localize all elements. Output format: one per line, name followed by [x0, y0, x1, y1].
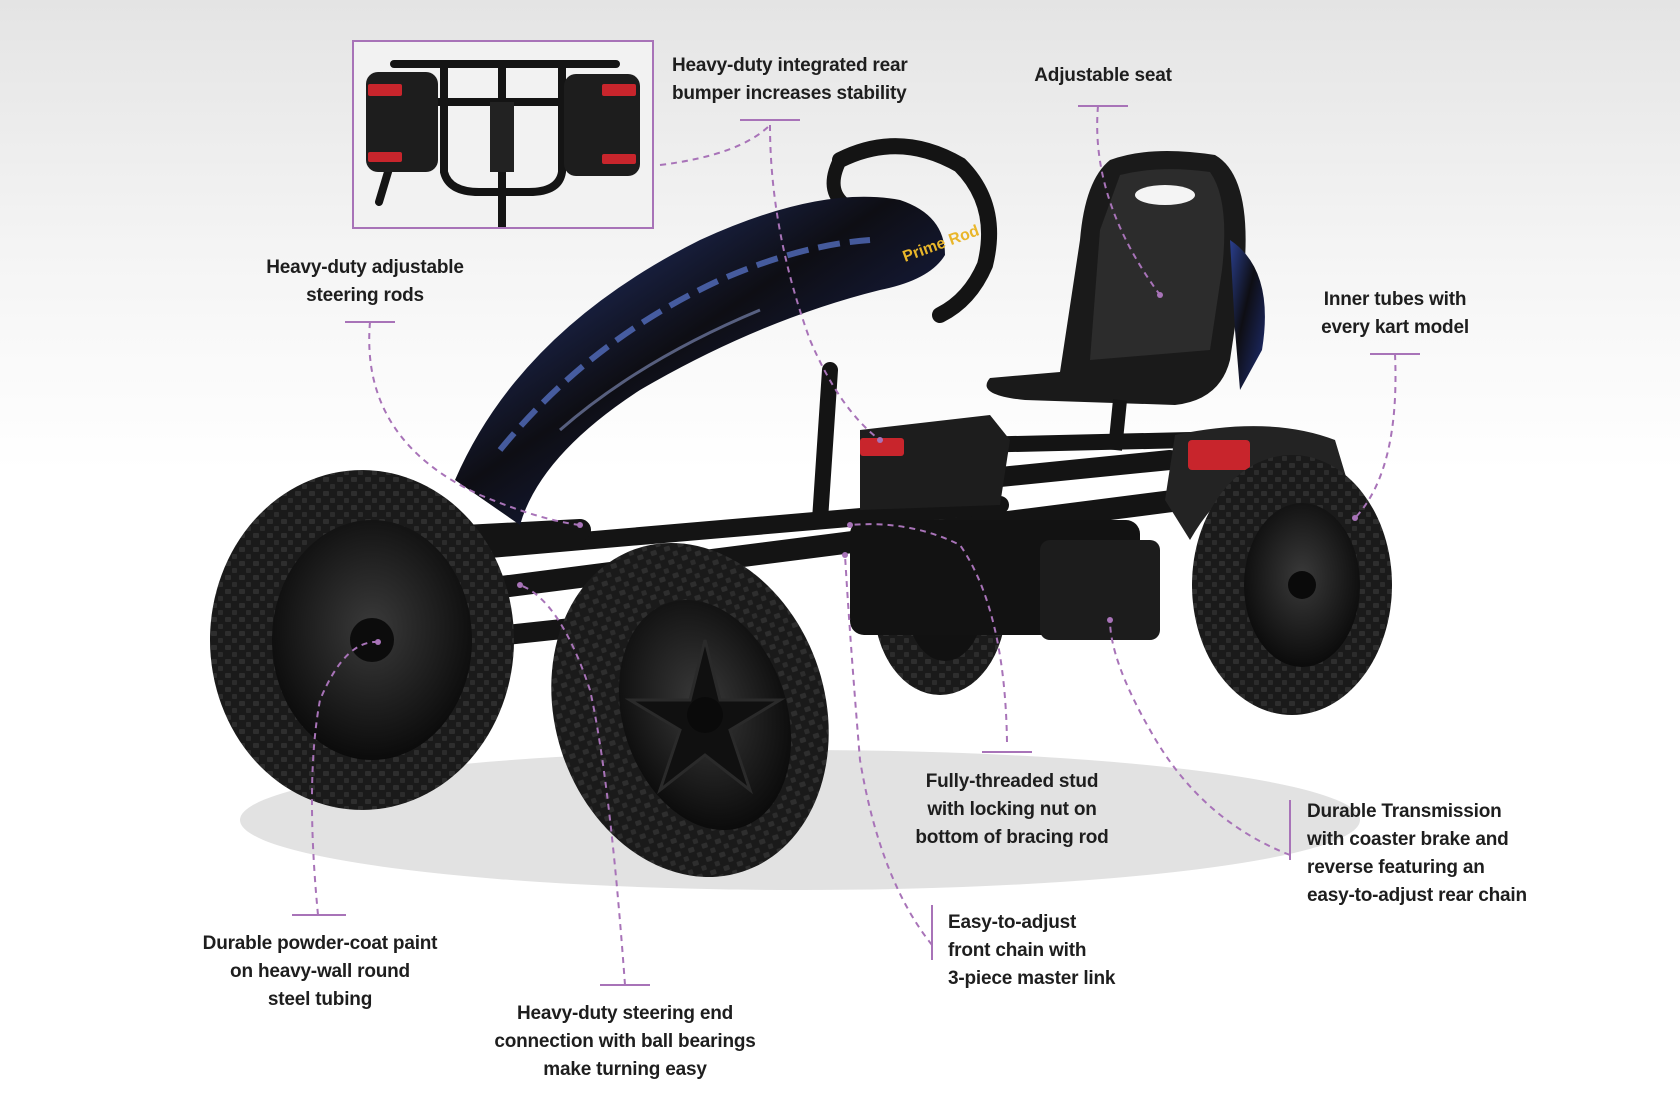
callout-line: Durable Transmission — [1307, 801, 1502, 822]
leader-rear-bumper — [659, 124, 771, 166]
callout-line: Adjustable seat — [1034, 65, 1172, 86]
callout-transmission: Durable Transmission with coaster brake … — [1307, 798, 1527, 910]
callout-line: front chain with — [948, 940, 1087, 961]
leader-transmission — [1109, 619, 1291, 856]
leader-steering-end — [519, 584, 626, 986]
front-right-wheel — [551, 543, 829, 877]
rear-bumper-inset — [352, 40, 654, 229]
callout-line: Heavy-duty integrated rear — [672, 55, 908, 76]
callout-line: on heavy-wall round — [230, 961, 410, 982]
seat — [986, 151, 1265, 451]
callout-line: steel tubing — [267, 989, 373, 1010]
callout-steering-end: Heavy-duty steering end connection with … — [475, 1000, 775, 1084]
leader-inner-tubes — [1354, 353, 1397, 519]
front-left-wheel — [210, 470, 514, 810]
callout-line: with coaster brake and — [1307, 829, 1509, 850]
callout-ticks — [292, 105, 1420, 986]
callout-line: connection with ball bearings — [494, 1031, 756, 1052]
callout-line: bottom of bracing rod — [915, 827, 1109, 848]
callout-line: Inner tubes with — [1323, 289, 1467, 310]
callout-line: Fully-threaded stud — [925, 771, 1099, 792]
leader-stud — [849, 523, 1008, 743]
callout-line: make turning easy — [543, 1059, 707, 1080]
callout-adjustable-seat: Adjustable seat — [1003, 62, 1203, 90]
rear-fender — [860, 415, 1350, 540]
callout-line: Easy-to-adjust — [948, 912, 1077, 933]
callout-line: every kart model — [1321, 317, 1469, 338]
leader-steering-rods — [368, 321, 581, 526]
callout-line: bumper increases stability — [672, 83, 907, 104]
callout-inner-tubes: Inner tubes with every kart model — [1280, 286, 1510, 342]
leader-seat — [1096, 105, 1161, 296]
callout-front-chain: Easy-to-adjust front chain with 3-piece … — [948, 909, 1115, 993]
callout-line: steering rods — [306, 285, 424, 306]
leader-powder — [310, 640, 379, 916]
callout-line: reverse featuring an — [1307, 857, 1485, 878]
rear-bumper-illustration — [354, 42, 652, 227]
callout-steering-rods: Heavy-duty adjustable steering rods — [240, 254, 490, 310]
callout-line: Heavy-duty steering end — [516, 1003, 734, 1024]
callout-leaders — [310, 105, 1397, 986]
callout-powder-coat: Durable powder-coat paint on heavy-wall … — [190, 930, 450, 1014]
callout-dots — [375, 292, 1358, 645]
callout-rear-bumper: Heavy-duty integrated rear bumper increa… — [672, 52, 908, 108]
leader-chain — [844, 554, 933, 946]
rear-right-wheel — [1192, 455, 1392, 715]
callout-line: with locking nut on — [927, 799, 1097, 820]
callout-threaded-stud: Fully-threaded stud with locking nut on … — [892, 768, 1132, 852]
callout-line: easy-to-adjust rear chain — [1307, 885, 1527, 906]
callout-line: 3-piece master link — [948, 968, 1116, 989]
callout-line: Durable powder-coat paint — [202, 933, 438, 954]
callout-line: Heavy-duty adjustable — [266, 257, 464, 278]
leader-rear-bumper-down — [769, 124, 881, 441]
